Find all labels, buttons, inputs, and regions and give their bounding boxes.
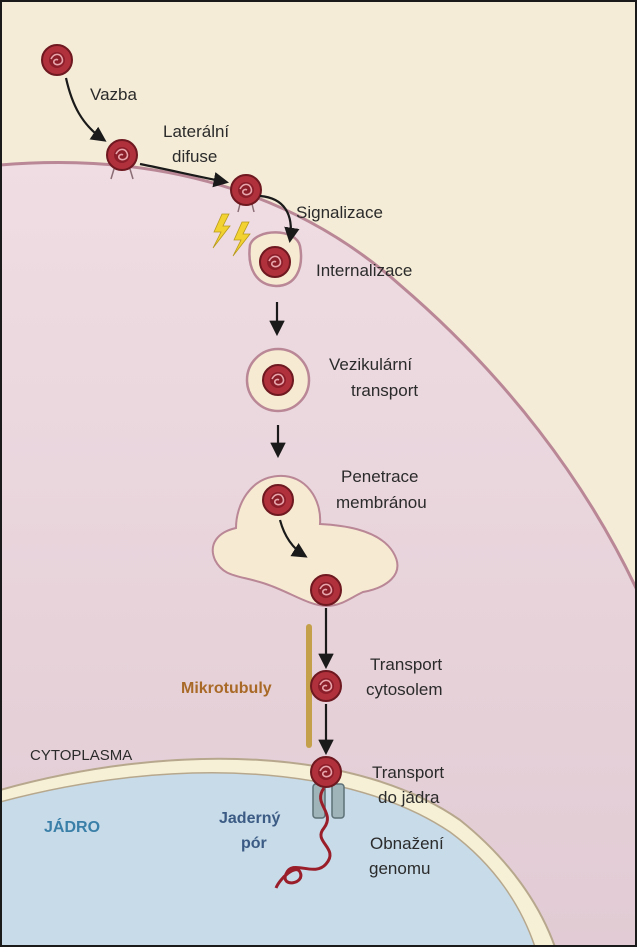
label-jaderny-por-1: Jaderný xyxy=(219,810,280,827)
virus-particle-internalized xyxy=(260,247,290,277)
label-penetrace-2: membránou xyxy=(336,493,427,512)
label-internalizace: Internalizace xyxy=(316,261,412,280)
label-vazba: Vazba xyxy=(90,85,137,104)
label-transport-jadra-1: Transport xyxy=(372,763,444,782)
label-penetrace-1: Penetrace xyxy=(341,467,419,486)
label-vezikularni-1: Vezikulární xyxy=(329,355,412,374)
label-obnazeni-1: Obnažení xyxy=(370,834,444,853)
label-obnazeni-2: genomu xyxy=(369,859,430,878)
label-mikrotubuly: Mikrotubuly xyxy=(181,680,272,697)
label-jadro: JÁDRO xyxy=(44,817,100,836)
label-transport-cytosol-1: Transport xyxy=(370,655,442,674)
virus-particle-nuclear xyxy=(311,757,341,787)
label-signalizace: Signalizace xyxy=(296,203,383,222)
label-lateral-1: Laterální xyxy=(163,122,229,141)
virus-particle-released xyxy=(311,575,341,605)
virus-particle-endosome xyxy=(263,485,293,515)
label-transport-jadra-2: do jádra xyxy=(378,788,440,807)
virus-particle-cytosol xyxy=(311,671,341,701)
label-cytoplasma: CYTOPLASMA xyxy=(30,747,132,764)
label-vezikularni-2: transport xyxy=(351,381,418,400)
virus-particle-vesicle xyxy=(263,365,293,395)
label-transport-cytosol-2: cytosolem xyxy=(366,680,443,699)
virus-particle-binding xyxy=(42,45,72,75)
label-jaderny-por-2: pór xyxy=(241,835,267,852)
label-lateral-2: difuse xyxy=(172,147,217,166)
